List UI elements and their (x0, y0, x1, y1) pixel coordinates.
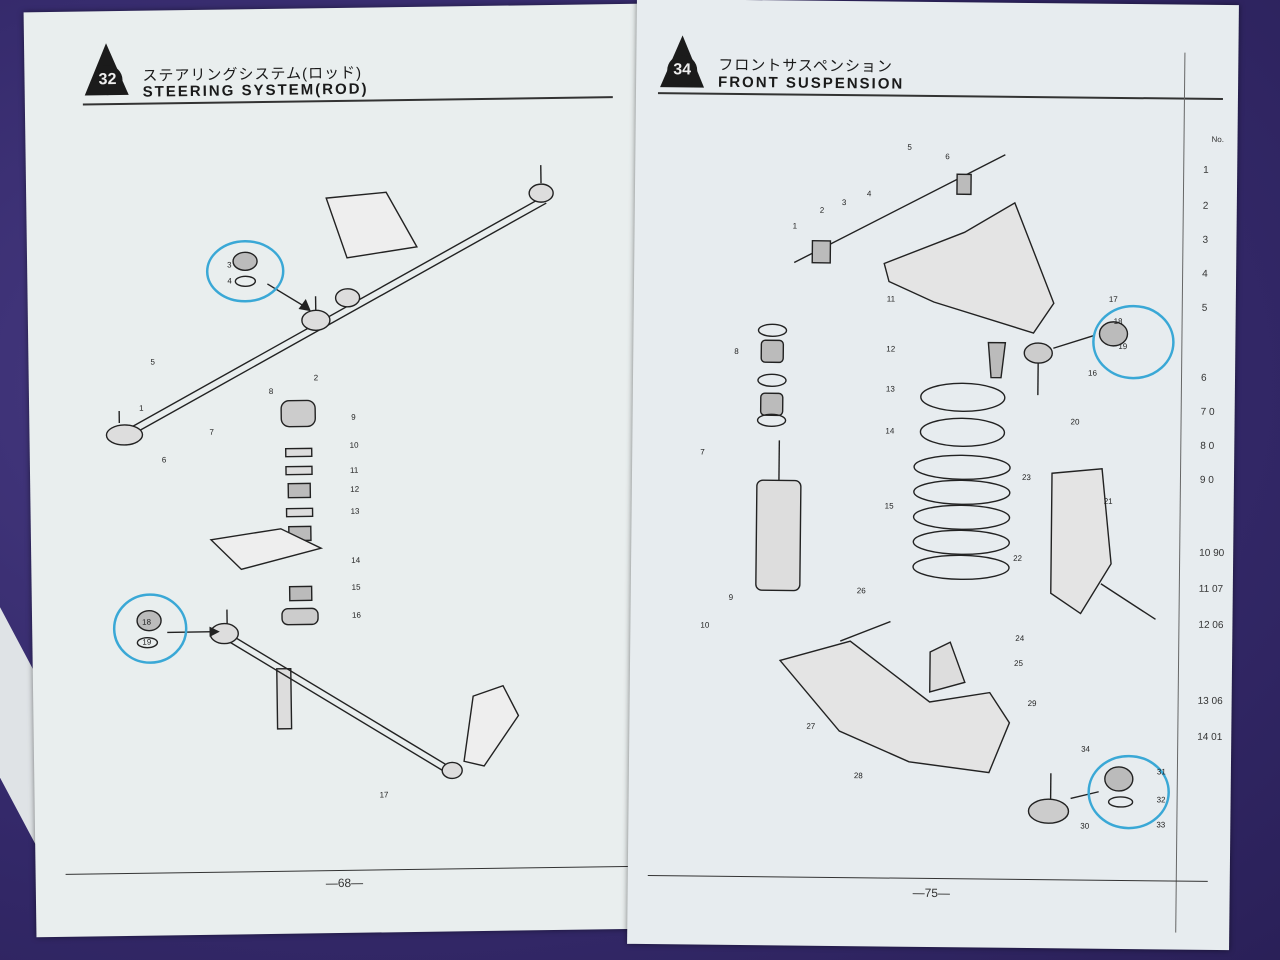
left-manual-page: 32 ステアリングシステム(ロッド) STEERING SYSTEM(ROD) (23, 3, 652, 938)
left-callout-18: 18 (142, 618, 152, 627)
left-callout-2: 2 (314, 373, 319, 382)
right-callout-32: 32 (1157, 795, 1167, 804)
right-callout-18: 18 (1114, 317, 1124, 326)
right-callout-21: 21 (1104, 497, 1114, 506)
highlight-marks (1087, 304, 1175, 830)
right-callout-13: 13 (886, 385, 896, 394)
right-callout-31: 31 (1157, 767, 1167, 776)
right-callout-3: 3 (842, 198, 847, 207)
right-callout-27: 27 (806, 722, 816, 731)
right-callout-34: 34 (1081, 745, 1091, 754)
left-callout-9: 9 (351, 413, 356, 422)
right-callout-25: 25 (1014, 659, 1024, 668)
left-callout-16: 16 (352, 611, 362, 620)
left-callout-4: 4 (227, 276, 232, 285)
right-callout-23: 23 (1022, 473, 1032, 482)
right-callout-15: 15 (885, 501, 895, 510)
right-callout-4: 4 (867, 189, 872, 198)
left-callout-19: 19 (142, 638, 152, 647)
right-callout-22: 22 (1013, 554, 1023, 563)
right-callout-16: 16 (1088, 369, 1098, 378)
right-callout-10: 10 (700, 621, 710, 630)
left-callout-1: 1 (139, 404, 144, 413)
left-callout-5: 5 (150, 358, 155, 367)
right-callout-24: 24 (1015, 634, 1025, 643)
right-callout-9: 9 (729, 593, 734, 602)
right-callout-labels: 1234567891011121314151617181920212223242… (700, 143, 1167, 831)
right-callout-5: 5 (907, 143, 912, 152)
left-callout-3: 3 (227, 260, 232, 269)
left-callout-6: 6 (162, 455, 167, 464)
right-callout-2: 2 (820, 206, 825, 215)
right-callout-19: 19 (1118, 342, 1128, 351)
right-callout-33: 33 (1156, 820, 1166, 829)
front-suspension-diagram: 1234567891011121314151617181920212223242… (700, 143, 1175, 831)
right-callout-12: 12 (886, 345, 896, 354)
left-callout-8: 8 (269, 387, 274, 396)
right-callout-11: 11 (887, 295, 896, 304)
right-callout-26: 26 (857, 586, 867, 595)
right-callout-7: 7 (700, 448, 705, 457)
right-callout-20: 20 (1071, 417, 1081, 426)
right-callout-1: 1 (793, 222, 798, 231)
right-callout-8: 8 (734, 347, 739, 356)
highlight-marks (112, 240, 285, 664)
right-callout-6: 6 (945, 152, 950, 161)
page-number: —68— (325, 875, 364, 891)
right-callout-30: 30 (1080, 822, 1090, 831)
right-callout-14: 14 (885, 426, 895, 435)
left-callout-10: 10 (350, 441, 360, 450)
right-callout-28: 28 (854, 771, 864, 780)
left-callout-11: 11 (350, 466, 359, 475)
left-callout-14: 14 (351, 556, 361, 565)
right-callout-17: 17 (1109, 295, 1119, 304)
page-number: —75— (912, 885, 951, 901)
left-callout-12: 12 (350, 485, 360, 494)
right-callout-29: 29 (1028, 699, 1038, 708)
left-callout-17: 17 (379, 790, 389, 799)
left-callout-7: 7 (209, 428, 214, 437)
left-callout-13: 13 (351, 507, 361, 516)
left-callout-15: 15 (352, 583, 362, 592)
